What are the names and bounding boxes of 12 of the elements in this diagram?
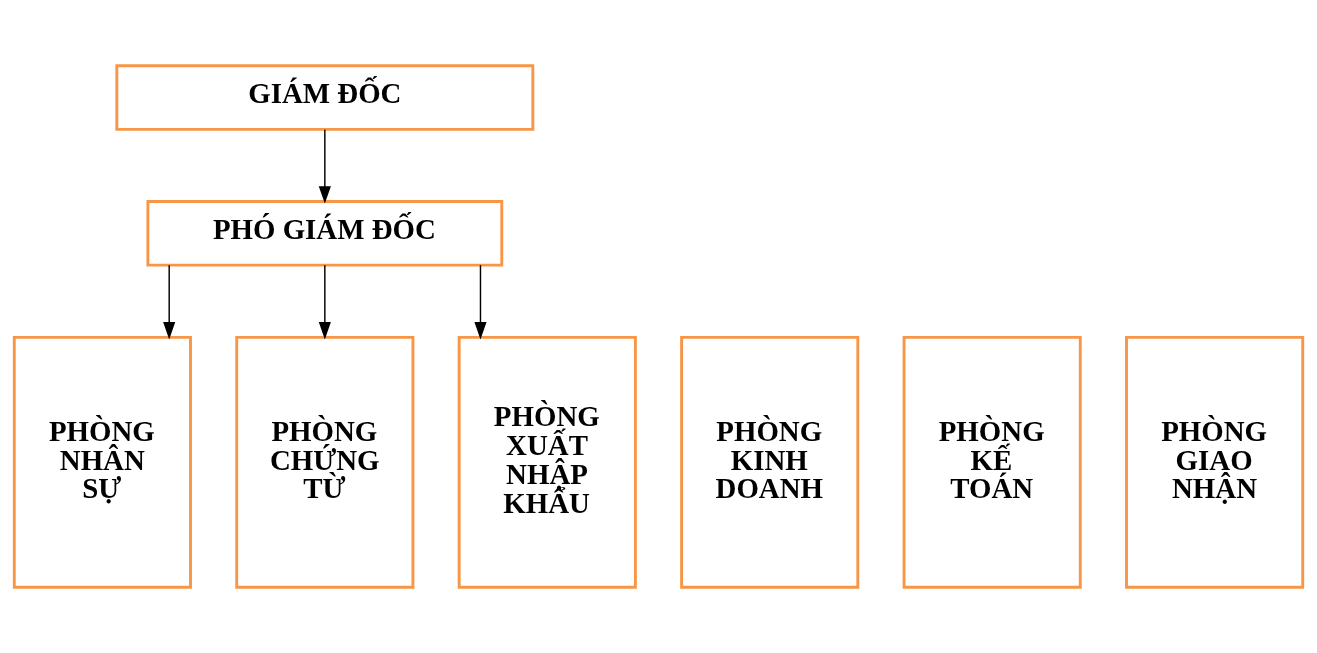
node-box: PHÒNG KINH DOANH: [680, 335, 860, 589]
node-box: PHÒNG CHỨNG TỪ: [235, 335, 415, 589]
node-box: PHÒNG NHÂN SỰ: [12, 335, 192, 589]
node-box: PHÒNG XUẤT NHẬP KHẨU: [457, 335, 637, 589]
arrow: [474, 264, 487, 340]
node-box: GIÁM ĐỐC: [115, 64, 535, 131]
arrow: [318, 129, 331, 204]
arrow: [318, 264, 331, 340]
node-box: PHÒNG KẾ TOÁN: [902, 335, 1082, 589]
arrow: [163, 264, 176, 340]
node-box: PHÓ GIÁM ĐỐC: [146, 200, 504, 267]
node-box: PHÒNG GIAO NHẬN: [1125, 335, 1305, 589]
